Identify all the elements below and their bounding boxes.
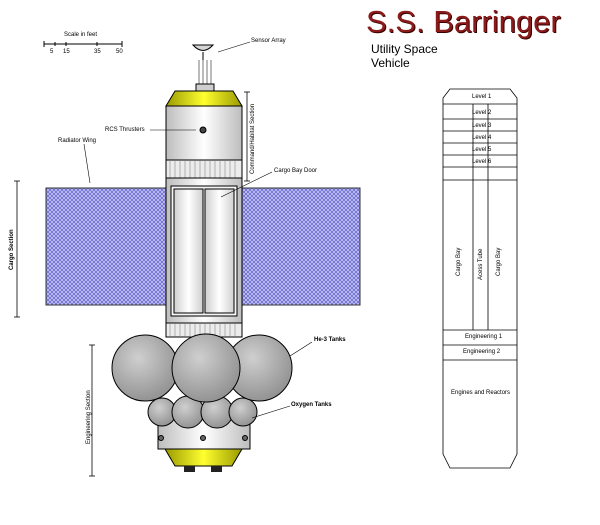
label-he3-tanks: He-3 Tanks	[314, 337, 346, 343]
label-sensor-array: Sensor Array	[251, 38, 286, 44]
cutaway-cargo-bay-right: Cargo Bay	[496, 247, 502, 276]
rcs-thruster-icon	[199, 126, 207, 134]
engine-nozzle	[164, 448, 243, 467]
nose-cap	[165, 90, 243, 107]
scale-bar	[43, 41, 123, 47]
label-command-habitat: Command/Habitat Section	[250, 103, 256, 174]
label-engineering-section: Engineering Section	[86, 390, 92, 444]
scale-tick-label: 5	[50, 49, 54, 55]
cutaway-diagram	[442, 88, 518, 469]
label-radiator-wing: Radiator Wing	[58, 138, 97, 144]
radiator-wing-left	[45, 187, 169, 306]
label-cargo-section: Cargo Section	[9, 229, 15, 270]
sensor-array-icon	[191, 44, 215, 92]
label-cargo-bay-door: Cargo Bay Door	[274, 168, 318, 174]
cutaway-level-2: Level 2	[472, 110, 492, 116]
subtitle-line-2: Vehicle	[371, 56, 410, 70]
cutaway-engineering-1: Engineering 1	[465, 334, 503, 340]
oxygen-tanks	[147, 395, 258, 429]
label-rcs-thrusters: RCS Thrusters	[105, 127, 145, 133]
cutaway-cargo-bay-left: Cargo Bay	[456, 247, 462, 276]
cutaway-level-3: Level 3	[472, 123, 492, 129]
cutaway-level-4: Level 4	[472, 135, 492, 141]
page-title: S.S. Barringer	[366, 4, 561, 39]
cutaway-access-tube: Acess Tube	[478, 248, 484, 280]
he3-tanks	[111, 333, 293, 403]
scale-tick-label: 15	[63, 49, 70, 55]
ribbed-band-top	[165, 159, 243, 179]
scale-label: Scale in feet	[64, 32, 98, 38]
scale-tick-label: 50	[116, 49, 123, 55]
cutaway-engines: Engines and Reactors	[451, 390, 511, 396]
cutaway-level-5: Level 5	[472, 147, 492, 153]
cutaway-level-1: Level 1	[472, 94, 492, 100]
cutaway-engineering-2: Engineering 2	[463, 349, 501, 355]
section-brackets	[14, 91, 250, 477]
radiator-wing-right	[239, 187, 361, 306]
label-oxygen-tanks: Oxygen Tanks	[291, 402, 332, 408]
subtitle-line-1: Utility Space	[371, 42, 438, 56]
cutaway-level-6: Level 6	[472, 159, 492, 165]
scale-tick-label: 35	[94, 49, 101, 55]
callout-lines	[83, 41, 313, 419]
